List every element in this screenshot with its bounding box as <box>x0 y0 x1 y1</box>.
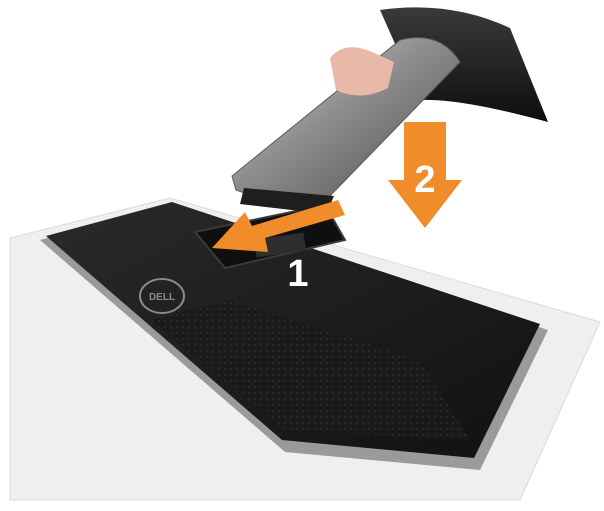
monitor-stand <box>232 7 548 214</box>
svg-text:DELL: DELL <box>149 292 175 303</box>
step-1-label: 1 <box>287 253 308 295</box>
step-2-label: 2 <box>414 159 435 201</box>
